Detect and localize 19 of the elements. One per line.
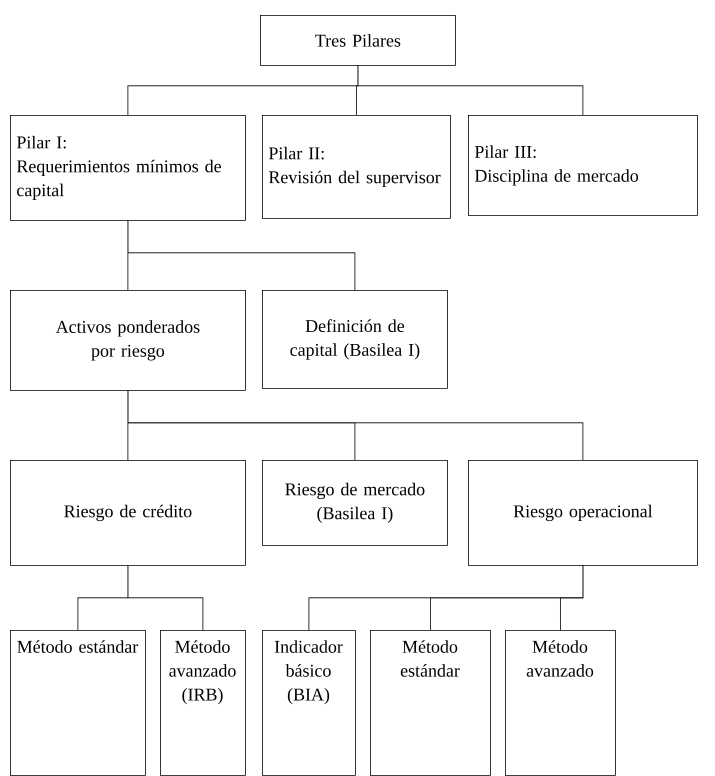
text-box: Tres Pilares [260, 15, 456, 66]
text-box: Método avanzado [505, 630, 616, 776]
connector-line [128, 390, 584, 460]
text-box: Método estándar [10, 630, 146, 776]
text-box: Pilar I: Requerimientos mínimos de capital [10, 115, 246, 221]
connector-line [128, 220, 356, 290]
connector-line [560, 565, 584, 630]
text-box: Definición de capital (Basilea I) [262, 290, 448, 389]
text-box: Riesgo de crédito [10, 460, 246, 566]
text-box: Pilar II: Revisión del supervisor [262, 115, 451, 219]
connector-line [358, 65, 584, 116]
text-box: Riesgo de mercado (Basilea I) [262, 460, 448, 546]
text-box: Método avanzado (IRB) [160, 630, 246, 776]
text-box: Pilar III: Disciplina de mercado [468, 115, 698, 216]
text-box: Método estándar [370, 630, 491, 776]
text-box: Indicador básico (BIA) [262, 630, 356, 776]
connector-line [128, 565, 204, 630]
text-box: Activos ponderados por riesgo [10, 290, 246, 391]
text-box: Riesgo operacional [468, 460, 698, 566]
